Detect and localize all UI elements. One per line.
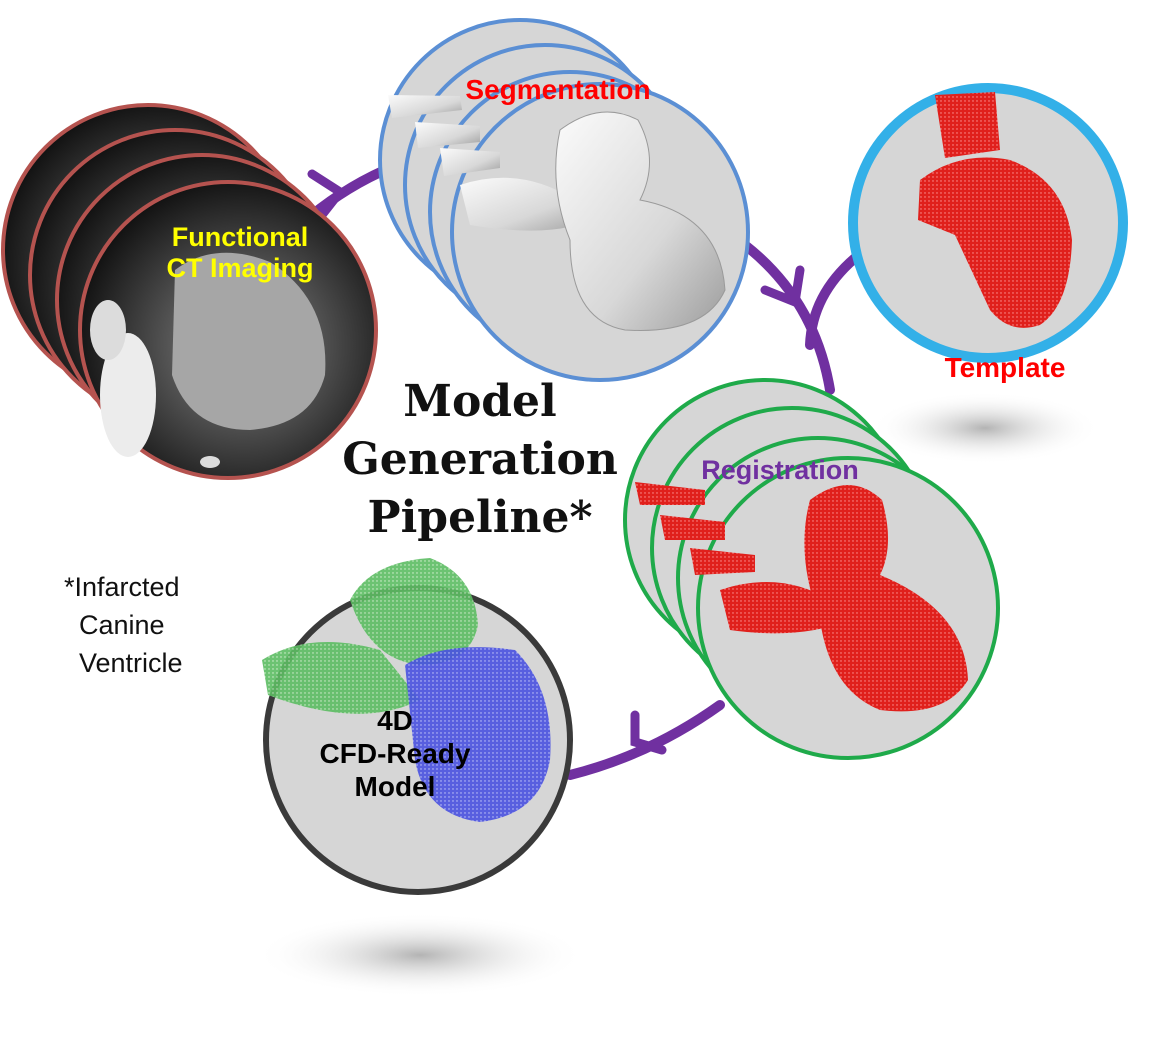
arrow-registration-to-model — [565, 700, 725, 780]
template-shadow — [870, 392, 1100, 464]
title-line-3: Pipeline* — [367, 492, 593, 543]
footnote-line-3: Ventricle — [79, 648, 183, 678]
segmentation-stack — [378, 18, 750, 382]
title-line-2: Generation — [342, 434, 618, 485]
arrow-segmentation-to-registration — [740, 240, 835, 395]
template-label: Template — [944, 352, 1066, 383]
ct-imaging-label-line-1: Functional — [171, 222, 309, 252]
ct-imaging-label: Functional CT Imaging — [140, 222, 340, 284]
cfd-model-label-line-2: CFD-Ready — [319, 738, 471, 770]
registration-stack — [623, 378, 1000, 760]
template-circle — [848, 83, 1128, 363]
arrow-chevrons — [307, 169, 805, 755]
cfd-model-label-line-3: Model — [354, 771, 436, 803]
registration-label: Registration — [701, 455, 859, 485]
footnote-line-2: Canine — [79, 610, 165, 640]
ct-imaging-stack — [1, 103, 378, 480]
diagram-title: Model Generation Pipeline* — [330, 373, 630, 547]
cfd-model-circle — [262, 558, 573, 895]
ct-imaging-label-line-2: CT Imaging — [166, 253, 314, 284]
footnote: *Infarcted Canine Ventricle — [64, 568, 183, 682]
arrow-template-to-registration — [805, 253, 860, 350]
footnote-line-1: *Infarcted — [64, 572, 180, 602]
cfd-model-label: 4D CFD-Ready Model — [290, 704, 500, 803]
cfd-model-shadow — [255, 913, 585, 997]
segmentation-label: Segmentation — [465, 74, 651, 105]
title-line-1: Model — [403, 376, 557, 427]
cfd-model-label-line-1: 4D — [377, 705, 413, 736]
